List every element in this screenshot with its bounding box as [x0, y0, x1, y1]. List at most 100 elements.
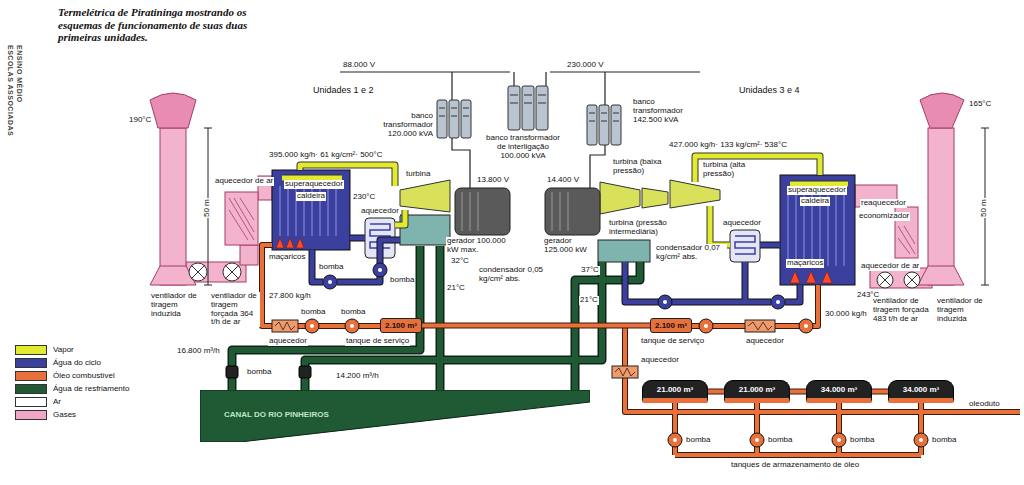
diagram-label: 27.800 kg/h	[268, 292, 312, 301]
diagram-label: tanque de serviço	[640, 337, 705, 346]
diagram-label: bomba	[318, 263, 344, 272]
pump-hub	[776, 300, 780, 304]
storage-tank: 21.000 m³	[724, 380, 790, 403]
gas-duct	[240, 245, 258, 265]
gas-duct	[150, 128, 272, 285]
diagram-label: superaquecedor	[787, 186, 847, 195]
power-wire	[545, 72, 546, 86]
diagram-label: bomba	[685, 436, 711, 445]
diagram-label: 165°C	[968, 100, 992, 109]
burner-flame	[286, 238, 294, 248]
legend-swatch	[15, 358, 47, 368]
transformer-bank	[587, 105, 597, 145]
air-heater-hatch	[898, 226, 915, 254]
power-wire	[452, 138, 470, 188]
power-wire	[604, 72, 605, 105]
diagram-label: 230.000 V	[566, 61, 604, 70]
canal-water	[200, 390, 590, 442]
transformer-bank	[508, 86, 520, 130]
gas-duct	[186, 262, 246, 282]
pump-hub	[804, 324, 808, 328]
diagram-label: economizador	[858, 212, 910, 221]
legend-swatch	[15, 410, 47, 420]
storage-tank: 34.000 m³	[806, 380, 872, 403]
storage-tank: 34.000 m³	[888, 380, 954, 403]
water-pipe-outline	[312, 238, 800, 302]
burner-flame	[276, 238, 284, 248]
oil-pipe-outline	[790, 389, 806, 395]
diagram-label: aquecedor de ar	[214, 177, 274, 186]
pump-hub	[663, 300, 667, 304]
pump	[832, 433, 846, 447]
legend-text: Água de resfriamento	[53, 384, 130, 393]
fan-blade	[879, 274, 918, 286]
diagram-label: 50 m	[980, 198, 989, 218]
diagram-label: maçaricos	[786, 259, 824, 268]
service-tank: 2.100 m³	[380, 318, 422, 333]
diagram-label: banco transformador de interligação 100.…	[482, 134, 564, 160]
diagram-label: bomba	[931, 436, 957, 445]
transformer-fins	[589, 113, 619, 121]
diagram-label: bomba	[246, 368, 272, 377]
diagram-label: ventilador de tiragem induzida	[936, 297, 993, 323]
diagram-label: ENSINO MÉDIO	[15, 44, 23, 104]
pump	[771, 295, 785, 309]
turbine	[670, 180, 720, 208]
pump	[305, 319, 319, 333]
legend-text: Água do ciclo	[53, 358, 101, 367]
legend-swatch	[15, 371, 47, 381]
legend-row: Gases	[15, 408, 130, 421]
diagram-label: gerador 100.000 kW max.	[446, 237, 520, 255]
pump	[914, 433, 928, 447]
node-text: 21.000 m³	[728, 385, 786, 394]
canal-band: CANAL DO RIO PINHEIROS	[200, 390, 590, 442]
gas-duct	[225, 192, 258, 245]
cooling-pump	[226, 366, 311, 378]
heater-coil	[275, 322, 772, 376]
pump	[799, 319, 813, 333]
pump-hub	[837, 438, 841, 442]
legend-row: Água do ciclo	[15, 356, 130, 369]
transformer-fins	[439, 95, 619, 121]
boiler-tubes	[788, 192, 844, 266]
air-heater-hatch	[229, 198, 254, 240]
diagram-label: superaquecedor	[284, 180, 344, 189]
oil-pipe	[422, 324, 650, 328]
oil-pipe-outline	[872, 389, 888, 395]
diagram-label: 32°C	[450, 257, 470, 266]
condenser	[598, 240, 650, 262]
power-wire	[590, 145, 605, 188]
pump-hub	[673, 438, 677, 442]
diagram-label: caldeira	[296, 192, 326, 201]
diagram-label: banco transformador 142.500 kVA	[632, 98, 694, 124]
turbine	[600, 182, 640, 214]
turbine	[642, 188, 668, 208]
oil-pipe	[708, 390, 724, 394]
burner-flame	[296, 238, 304, 248]
gas-duct	[918, 266, 964, 285]
transformer-fins	[510, 95, 546, 103]
diagram-label: bomba	[767, 436, 793, 445]
diagram-label: oleoduto	[968, 400, 1001, 409]
diagram-label: 230°C	[352, 193, 376, 202]
diagram-label: condensador 0,07 kg/cm² abs.	[655, 244, 727, 262]
diagram-label: ventilador de tiragem forçada 483 t/h de…	[872, 297, 930, 323]
legend-swatch	[15, 384, 47, 394]
gas-duct	[928, 128, 954, 285]
legend-text: Gases	[53, 410, 76, 419]
pump	[345, 319, 359, 333]
dimension-line	[981, 128, 989, 285]
pump	[699, 319, 713, 333]
burner-flame	[822, 271, 832, 283]
diagram-label: maçaricos	[268, 253, 306, 262]
pump-hub	[919, 438, 923, 442]
boiler	[272, 170, 350, 250]
diagram-title: Termelétrica de Piratininga mostrando os…	[58, 6, 258, 44]
pump-hub	[350, 324, 354, 328]
power-wire	[550, 71, 700, 72]
boiler	[780, 175, 855, 285]
service-tank: 2.100 m³	[650, 318, 692, 333]
transformer-bank	[536, 86, 548, 130]
pump	[373, 263, 387, 277]
generator	[455, 188, 600, 235]
